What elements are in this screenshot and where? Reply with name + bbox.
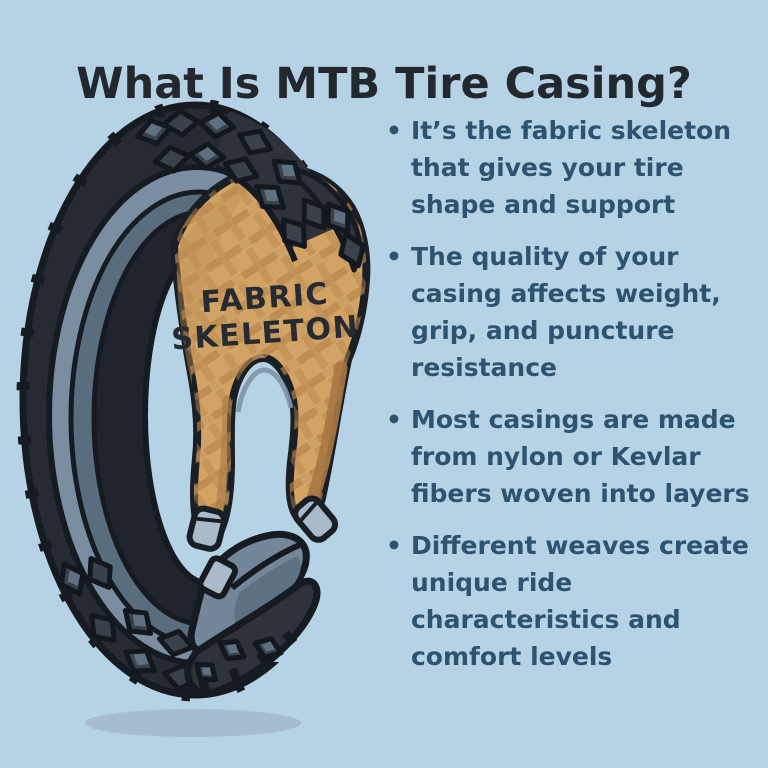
tread-knob — [301, 197, 327, 231]
tire-cut-section — [184, 530, 321, 697]
tread-knob — [187, 141, 227, 171]
tread-knob — [271, 158, 303, 186]
fabric-shade — [176, 176, 258, 386]
tread-knob — [87, 556, 113, 590]
ground-shadow — [85, 709, 301, 737]
tread-knobs — [58, 108, 366, 692]
bullet-item: • The quality of your casing affects wei… — [386, 238, 764, 386]
bullet-dot: • — [386, 116, 402, 145]
tread-knob — [338, 231, 366, 269]
tread-knob — [123, 648, 157, 674]
bullet-line: fibers woven into layers — [410, 479, 750, 508]
bead-tip-right — [292, 495, 339, 543]
bullet-item: • Different weaves create unique ride ch… — [386, 527, 764, 675]
tread-knob — [281, 217, 307, 249]
casing-stripe-right-horn — [306, 361, 348, 505]
bullet-line: characteristics and — [410, 605, 681, 634]
bullet-text: Most casings are made from nylon or Kevl… — [411, 401, 750, 512]
bullet-line: shape and support — [410, 190, 676, 219]
chunk-knob — [217, 638, 247, 662]
bullet-line: grip, and puncture — [410, 316, 675, 345]
fabric-skeleton-section: FABRIC SKELETON — [170, 163, 371, 552]
tread-knob — [197, 110, 237, 140]
bullet-dot: • — [386, 242, 402, 271]
chunk-bead-seat — [234, 556, 301, 630]
chunk-bead-tip — [197, 555, 238, 600]
casing-stripe-left-horn — [214, 395, 232, 517]
tread-knob — [237, 128, 273, 156]
chunk-bead-line — [230, 541, 304, 591]
tread-knob — [89, 612, 117, 644]
chunk-knob — [194, 661, 218, 683]
bullet-item: • Most casings are made from nylon or Ke… — [386, 401, 764, 512]
bullet-line: unique ride — [410, 568, 573, 597]
tire-cutaway-illustration: FABRIC SKELETON — [16, 100, 384, 737]
bullet-line: from nylon or Kevlar — [410, 442, 701, 471]
bullet-line: It’s the fabric skeleton — [410, 116, 732, 145]
page-title: What Is MTB Tire Casing? — [76, 58, 692, 109]
bullet-line: resistance — [410, 353, 557, 382]
bullet-text: Different weaves create unique ride char… — [411, 527, 749, 675]
bullet-line: The quality of your — [410, 242, 679, 271]
tread-knob — [122, 608, 154, 636]
bullet-dot: • — [386, 531, 402, 560]
tread-knob — [222, 156, 260, 184]
bullet-text: It’s the fabric skeleton that gives your… — [411, 112, 731, 223]
tread-knob — [58, 561, 86, 597]
bullet-list: • It’s the fabric skeleton that gives yo… — [386, 112, 764, 675]
bullet-item: • It’s the fabric skeleton that gives yo… — [386, 112, 764, 223]
bullet-line: that gives your tire — [410, 153, 684, 182]
tread-knob — [254, 184, 286, 210]
tread-knob — [325, 201, 351, 235]
bullet-text: The quality of your casing affects weigh… — [411, 238, 721, 386]
bullet-line: Most casings are made — [410, 405, 736, 434]
bead-tip-left — [186, 505, 228, 552]
bullet-line: Different weaves create — [410, 531, 749, 560]
chunk-knob — [252, 636, 284, 660]
bullet-dot: • — [386, 405, 402, 434]
bullet-line: comfort levels — [410, 642, 613, 671]
bead-arch-highlight — [235, 367, 294, 413]
bullet-line: casing affects weight, — [410, 279, 721, 308]
